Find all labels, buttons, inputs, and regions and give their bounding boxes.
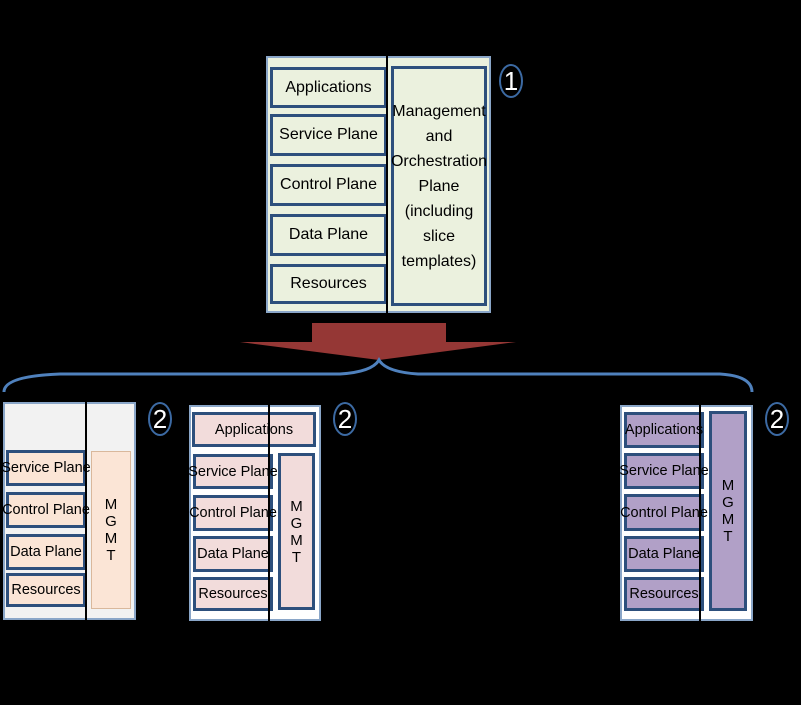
mgmt-letter: M <box>721 477 735 494</box>
slice-1-resources: Resources <box>6 573 86 607</box>
top-divider <box>386 56 388 313</box>
slice-2-applications: Applications <box>192 412 316 447</box>
slice-1-mgmt: M G M T <box>91 451 131 609</box>
mgmt-letter: G <box>290 514 303 532</box>
slice-3-applications: Applications <box>624 412 704 448</box>
mgmt-letter: T <box>106 547 116 564</box>
mgmt-letter: M <box>290 497 303 515</box>
slice-2-data-plane: Data Plane <box>193 536 273 572</box>
slice-2-control-plane: Control Plane <box>189 495 277 531</box>
mgmt-letter: T <box>723 528 733 545</box>
slice-3-data-plane: Data Plane <box>624 536 704 572</box>
slice-3-resources: Resources <box>624 577 704 611</box>
slice-2-resources: Resources <box>193 577 273 611</box>
slice-1-service-plane: Service Plane <box>1 450 91 486</box>
mgmt-letter: M <box>104 530 118 547</box>
mgmt-letter: M <box>290 531 303 549</box>
slice-3-divider <box>699 405 701 621</box>
mgmt-letter: G <box>722 494 734 511</box>
slice-3-service-plane: Service Plane <box>619 453 709 489</box>
slice-1-data-plane: Data Plane <box>6 534 86 570</box>
slice-2-divider <box>268 405 270 621</box>
mgmt-letter: M <box>104 496 118 513</box>
badge-1: 1 <box>499 64 523 98</box>
down-arrow <box>240 323 516 360</box>
top-layer-resources: Resources <box>270 264 387 304</box>
curly-brace <box>2 357 754 393</box>
mgmt-letter: T <box>291 548 302 566</box>
top-layer-control-plane: Control Plane <box>270 164 387 206</box>
slice-2-service-plane: Service Plane <box>188 454 278 489</box>
mgmt-letter: G <box>105 513 117 530</box>
slice-3-control-plane: Control Plane <box>620 494 708 531</box>
badge-2-slice-1: 2 <box>148 402 172 436</box>
slice-3-mgmt: M G M T <box>709 411 747 611</box>
badge-2-slice-3: 2 <box>765 402 789 436</box>
badge-2-slice-2: 2 <box>333 402 357 436</box>
top-layer-applications: Applications <box>270 67 387 108</box>
slice-1-control-plane: Control Plane <box>2 492 90 528</box>
management-plane-label: Management and Orchestration Plane (incl… <box>390 102 488 270</box>
top-management-orchestration-plane: Management and Orchestration Plane (incl… <box>391 66 487 306</box>
top-layer-service-plane: Service Plane <box>270 114 387 156</box>
slice-1-divider <box>85 402 87 620</box>
mgmt-letter: M <box>721 511 735 528</box>
slice-2-mgmt: M G M T <box>278 453 315 610</box>
top-layer-data-plane: Data Plane <box>270 214 387 256</box>
